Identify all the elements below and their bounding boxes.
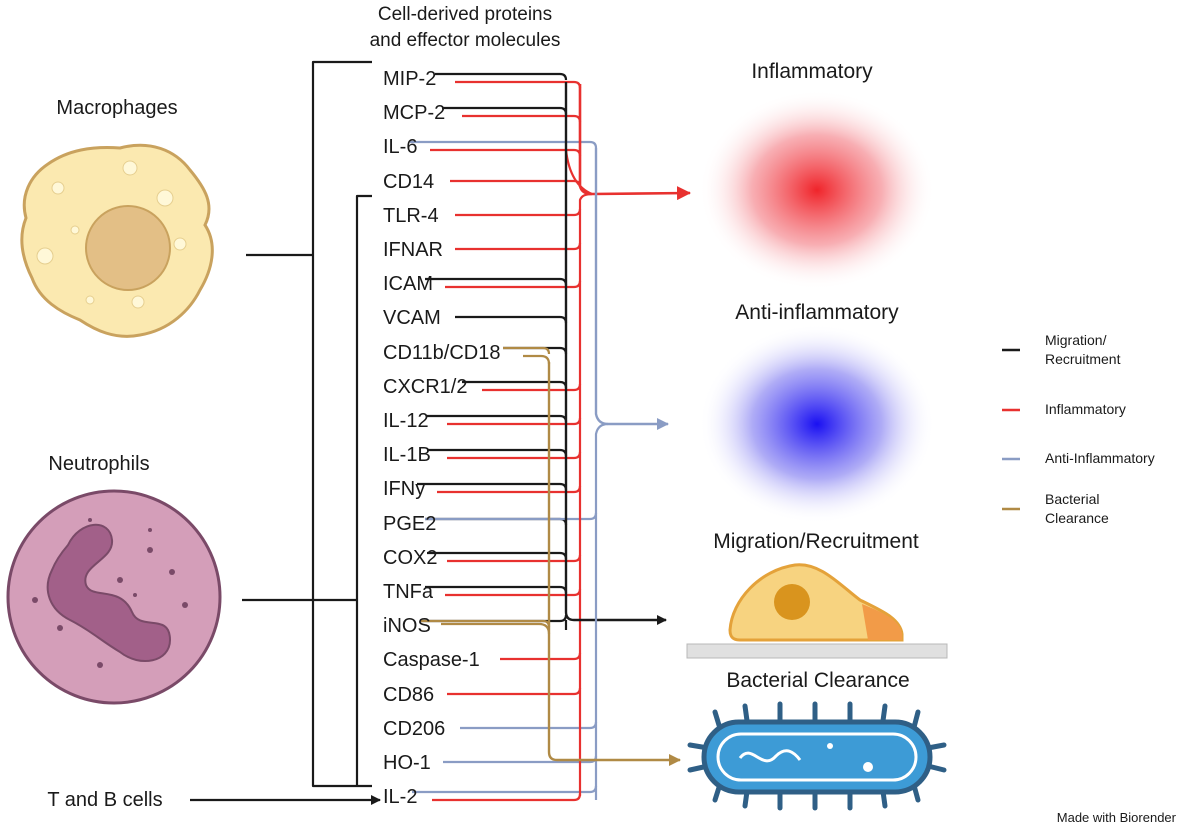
molecule-label-il-12: IL-12 — [383, 410, 429, 432]
molecule-label-caspase-1: Caspase-1 — [383, 649, 480, 671]
link-il-12-b — [427, 414, 568, 423]
macrophage-illustration — [20, 143, 214, 338]
legend-migration-line1: Migration/ — [1045, 332, 1107, 348]
molecule-label-il-1b: IL-1B — [383, 444, 431, 466]
molecule-label-tnfa: TNFa — [383, 581, 434, 603]
migrating-cell-illustration — [686, 563, 948, 659]
link-cd11b-cd18-n — [503, 346, 551, 355]
outcome-anti-inflammatory-title: Anti-inflammatory — [735, 301, 899, 324]
link-cd206-u — [460, 721, 598, 730]
credit-text: Made with Biorender — [1057, 810, 1177, 825]
link-mcp-2-r — [462, 114, 582, 123]
legend-inflammatory: Inflammatory — [1045, 401, 1126, 417]
link-il-6-u — [410, 140, 598, 149]
legend-bacterial-line2: Clearance — [1045, 510, 1109, 526]
link-ifny-b — [417, 482, 568, 491]
arrow-to-migration — [564, 82, 667, 625]
label-neutrophils: Neutrophils — [48, 453, 149, 475]
link-il-6-r — [430, 148, 582, 157]
bus-bacterial-cd11b — [523, 354, 551, 365]
link-il-1b-b — [427, 448, 568, 457]
arrow-to-bacterial — [547, 362, 681, 766]
label-t-and-b-cells: T and B cells — [47, 789, 162, 811]
bacterium-granule — [863, 762, 873, 772]
link-il-2-r — [432, 793, 582, 802]
molecule-label-cxcr1-2: CXCR1/2 — [383, 376, 467, 398]
link-tlr-4-r — [455, 208, 582, 217]
header-line-1: Cell-derived proteins — [378, 4, 552, 25]
outcome-bacterial-title: Bacterial Clearance — [726, 669, 909, 692]
molecule-label-il-6: IL-6 — [383, 136, 417, 158]
molecule-label-icam: ICAM — [383, 273, 433, 295]
bus-inflammatory — [578, 192, 593, 796]
molecule-label-vcam: VCAM — [383, 307, 441, 329]
molecule-label-cd11b-cd18: CD11b/CD18 — [383, 342, 500, 364]
link-mcp-2-b — [442, 106, 568, 115]
molecule-label-cox2: COX2 — [383, 547, 437, 569]
connection-lines — [190, 60, 691, 805]
molecule-label-il-2: IL-2 — [383, 786, 417, 808]
link-mip-2-b — [435, 72, 568, 81]
link-cox2-r — [447, 554, 582, 563]
link-ifny-r — [437, 485, 582, 494]
link-cd86-r — [447, 687, 582, 696]
bracket-neutrophil-inner — [355, 194, 372, 786]
link-cox2-b — [427, 551, 568, 560]
bacterium-membrane — [716, 732, 918, 782]
bacterium-granule — [827, 743, 833, 749]
molecule-label-cd14: CD14 — [383, 171, 434, 193]
link-il-1b-r — [447, 451, 582, 460]
bacterium-dna — [738, 749, 802, 763]
molecule-label-pge2: PGE2 — [383, 513, 436, 535]
bus-anti-inflammatory — [594, 422, 609, 800]
neutrophil-illustration — [6, 489, 222, 705]
molecule-label-cd206: CD206 — [383, 718, 445, 740]
bus-bacterial-inos — [441, 622, 551, 635]
link-il-2-u — [412, 785, 598, 794]
molecule-label-tlr-4: TLR-4 — [383, 205, 439, 227]
legend-migration-line2: Recruitment — [1045, 351, 1121, 367]
link-icam-r — [445, 280, 582, 289]
anti-inflammatory-blob — [699, 324, 935, 524]
bacterium-body — [701, 719, 933, 795]
link-cxcr1-2-b — [462, 380, 568, 389]
molecule-label-mcp-2: MCP-2 — [383, 102, 445, 124]
link-caspase-1-r — [500, 652, 582, 661]
header-line-2: and effector molecules — [370, 30, 561, 51]
link-vcam-b — [455, 315, 568, 324]
link-ifnar-r — [455, 242, 582, 251]
molecule-label-mip-2: MIP-2 — [383, 68, 436, 90]
link-icam-b — [425, 277, 568, 286]
legend-anti: Anti-Inflammatory — [1045, 450, 1155, 466]
molecule-label-ifnar: IFNAR — [383, 239, 443, 261]
arrow-to-anti-inflammatory — [594, 148, 669, 430]
molecule-label-inos: iNOS — [383, 615, 431, 637]
outcome-inflammatory-title: Inflammatory — [751, 60, 873, 83]
molecule-label-cd86: CD86 — [383, 684, 434, 706]
inflammatory-blob — [699, 90, 935, 290]
link-il-12-r — [447, 417, 582, 426]
legend-bacterial-line1: Bacterial — [1045, 491, 1099, 507]
legend: Migration/ Recruitment Inflammatory Anti… — [1002, 332, 1155, 526]
link-mip-2-r — [455, 80, 582, 89]
outcome-migration-title: Migration/Recruitment — [713, 530, 919, 553]
link-pge2-u — [425, 512, 598, 521]
link-tnfa-r — [445, 588, 582, 597]
bracket-macrophage-outer — [311, 60, 372, 788]
link-cd14-r — [450, 179, 582, 188]
molecule-label-ifny: IFNy — [383, 478, 425, 500]
label-macrophages: Macrophages — [56, 97, 177, 119]
molecule-label-ho-1: HO-1 — [383, 752, 431, 774]
link-tnfa-b — [425, 585, 568, 594]
